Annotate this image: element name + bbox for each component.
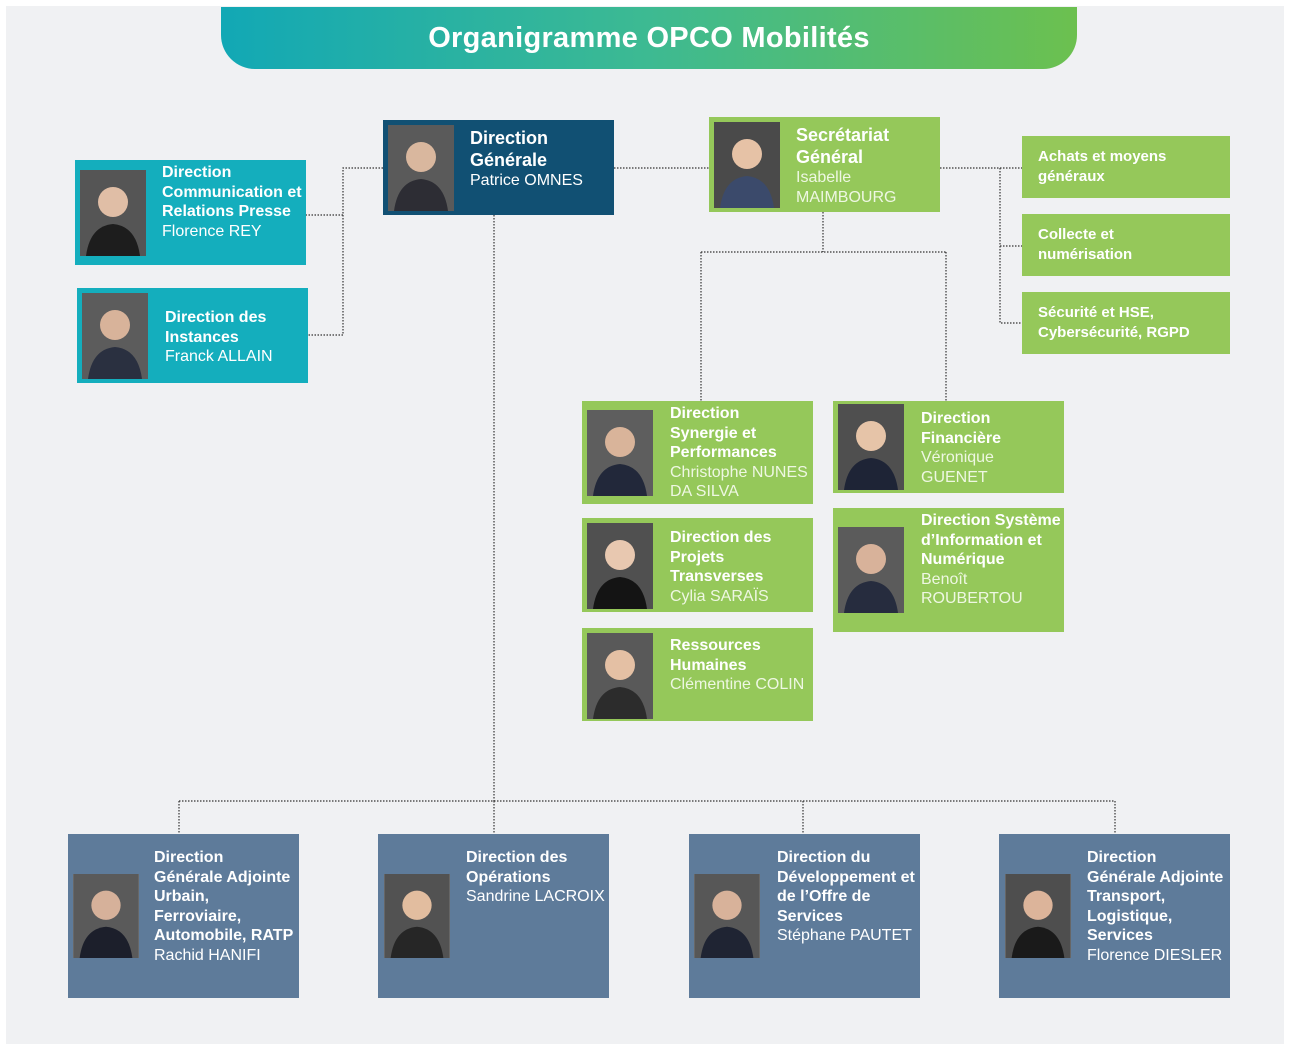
- portrait-photo: [1005, 874, 1071, 958]
- portrait-photo: [73, 874, 139, 958]
- portrait-photo: [587, 633, 653, 719]
- node-title: Collecte et numérisation: [1038, 226, 1133, 263]
- node-title: Direction des Projets Transverses: [670, 529, 772, 586]
- node-person-name: Patrice OMNES: [470, 172, 583, 189]
- node-secretariat-general[interactable]: Secrétariat Général Isabelle MAIMBOURG: [709, 117, 940, 212]
- node-direction-financiere[interactable]: Direction Financière Véronique GUENET: [833, 401, 1064, 493]
- portrait-photo: [587, 410, 653, 496]
- node-title: Sécurité et HSE, Cybersécurité, RGPD: [1038, 304, 1190, 341]
- node-collecte-numerisation[interactable]: Collecte et numérisation: [1022, 214, 1230, 276]
- node-person-name: Sandrine LACROIX: [466, 888, 605, 906]
- node-title: Direction Générale: [470, 128, 549, 170]
- portrait-photo: [838, 527, 904, 613]
- node-person-name: Benoît ROUBERTOU: [921, 570, 1023, 608]
- node-person-name: Christophe NUNES DA SILVA: [670, 463, 808, 501]
- portrait-photo: [838, 404, 904, 490]
- node-title: Ressources Humaines: [670, 637, 761, 674]
- node-title: Secrétariat Général: [796, 125, 890, 167]
- node-dga-urbain[interactable]: Direction Générale Adjointe Urbain, Ferr…: [68, 834, 299, 998]
- node-dga-transport[interactable]: Direction Générale Adjointe Transport, L…: [999, 834, 1230, 998]
- node-ressources-humaines[interactable]: Ressources Humaines Clémentine COLIN: [582, 628, 813, 721]
- portrait-photo: [714, 122, 780, 208]
- node-title: Direction du Développement et de l’Offre…: [777, 849, 915, 925]
- node-direction-communication[interactable]: Direction Communication et Relations Pre…: [75, 160, 306, 265]
- portrait-photo: [80, 170, 146, 256]
- node-title: Direction Système d’Information et Numér…: [921, 512, 1061, 569]
- node-direction-projets[interactable]: Direction des Projets Transverses Cylia …: [582, 518, 813, 612]
- node-person-name: Franck ALLAIN: [165, 348, 273, 366]
- node-direction-si[interactable]: Direction Système d’Information et Numér…: [833, 508, 1064, 632]
- node-person-name: Florence DIESLER: [1087, 946, 1223, 964]
- node-title: Direction Générale Adjointe Urbain, Ferr…: [154, 849, 294, 945]
- node-direction-instances[interactable]: Direction des Instances Franck ALLAIN: [77, 288, 308, 383]
- node-person-name: Rachid HANIFI: [154, 946, 261, 964]
- node-title: Direction Communication et Relations Pre…: [162, 164, 302, 221]
- node-person-name: Clémentine COLIN: [670, 676, 805, 694]
- portrait-photo: [694, 874, 760, 958]
- node-person-name: Cylia SARAÏS: [670, 587, 769, 605]
- node-achats-moyens-generaux[interactable]: Achats et moyens généraux: [1022, 136, 1230, 198]
- node-person-name: Stéphane PAUTET: [777, 927, 912, 945]
- node-title: Direction des Opérations: [466, 849, 568, 886]
- node-person-name: Véronique GUENET: [921, 449, 994, 486]
- node-title: Direction des Instances: [165, 309, 267, 346]
- portrait-photo: [384, 874, 450, 958]
- node-person-name: Florence REY: [162, 222, 262, 240]
- portrait-photo: [82, 293, 148, 379]
- node-securite-hse[interactable]: Sécurité et HSE, Cybersécurité, RGPD: [1022, 292, 1230, 354]
- node-direction-developpement[interactable]: Direction du Développement et de l’Offre…: [689, 834, 920, 998]
- node-title: Direction Générale Adjointe Transport, L…: [1087, 849, 1224, 945]
- portrait-photo: [587, 523, 653, 609]
- node-direction-synergie[interactable]: Direction Synergie et Performances Chris…: [582, 401, 813, 504]
- node-direction-operations[interactable]: Direction des Opérations Sandrine LACROI…: [378, 834, 609, 998]
- node-person-name: Isabelle MAIMBOURG: [796, 169, 897, 206]
- node-direction-generale[interactable]: Direction Générale Patrice OMNES: [383, 120, 614, 215]
- portrait-photo: [388, 125, 454, 211]
- chart-title: Organigramme OPCO Mobilités: [221, 7, 1077, 69]
- node-title: Achats et moyens généraux: [1038, 148, 1167, 185]
- node-title: Direction Synergie et Performances: [670, 405, 777, 462]
- node-title: Direction Financière: [921, 410, 1002, 447]
